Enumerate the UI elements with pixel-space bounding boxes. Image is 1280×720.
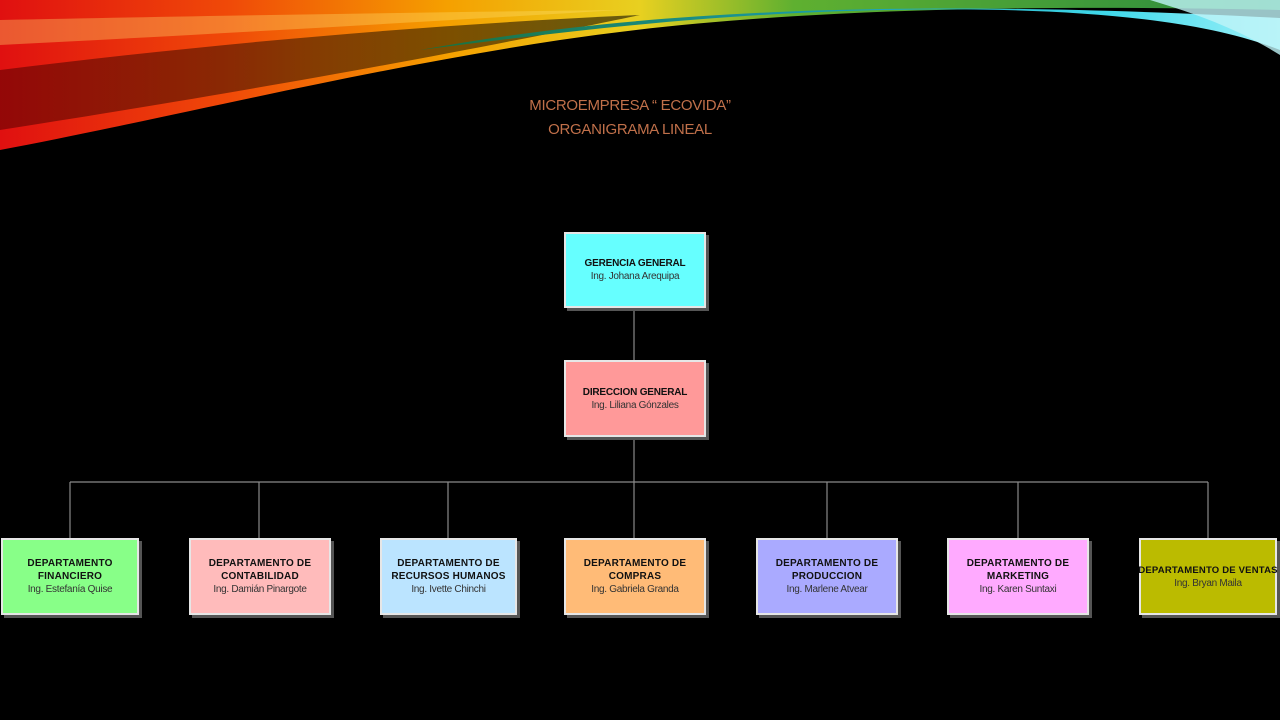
node-person: Ing. Liliana Gónzales bbox=[591, 399, 679, 411]
node-gerencia-general: GERENCIA GENERAL Ing. Johana Arequipa bbox=[564, 232, 706, 308]
node-departamento-ventas: DEPARTAMENTO DE VENTAS Ing. Bryan Maila bbox=[1138, 538, 1278, 615]
node-direccion-general: DIRECCION GENERAL Ing. Liliana Gónzales bbox=[564, 360, 706, 437]
node-person: Ing. Marlene Atvear bbox=[786, 584, 868, 595]
node-person: Ing. Damián Pinargote bbox=[213, 584, 307, 595]
node-person: Ing. Estefanía Quise bbox=[27, 584, 113, 595]
node-departamento-contabilidad: DEPARTAMENTO DE CONTABILIDAD Ing. Damián… bbox=[189, 538, 331, 615]
node-title: DEPARTAMENTO DE PRODUCCION bbox=[775, 558, 879, 582]
node-departamento-financiero: DEPARTAMENTO FINANCIERO Ing. Estefanía Q… bbox=[1, 538, 139, 615]
decorative-swoosh-banner bbox=[0, 0, 1280, 150]
title-line-chart-type: ORGANIGRAMA LINEAL bbox=[548, 121, 712, 138]
node-departamento-compras: DEPARTAMENTO DE COMPRAS Ing. Gabriela Gr… bbox=[564, 538, 706, 615]
title-line-company: MICROEMPRESA “ ECOVIDA” bbox=[529, 97, 731, 114]
node-departamento-recursos-humanos: DEPARTAMENTO DE RECURSOS HUMANOS Ing. Iv… bbox=[380, 538, 517, 615]
node-departamento-produccion: DEPARTAMENTO DE PRODUCCION Ing. Marlene … bbox=[756, 538, 898, 615]
node-title: DEPARTAMENTO DE COMPRAS bbox=[583, 558, 687, 582]
node-title: DEPARTAMENTO DE RECURSOS HUMANOS bbox=[391, 558, 506, 582]
node-person: Ing. Gabriela Granda bbox=[591, 584, 679, 595]
node-title: DEPARTAMENTO DE MARKETING bbox=[966, 558, 1070, 582]
chart-title: MICROEMPRESA “ ECOVIDA” ORGANIGRAMA LINE… bbox=[440, 94, 820, 142]
node-title: DEPARTAMENTO DE CONTABILIDAD bbox=[208, 558, 312, 582]
node-person: Ing. Bryan Maila bbox=[1174, 577, 1242, 589]
node-person: Ing. Ivette Chinchi bbox=[411, 584, 486, 595]
node-person: Ing. Karen Suntaxi bbox=[979, 584, 1057, 595]
node-person: Ing. Johana Arequipa bbox=[590, 271, 680, 282]
node-title: GERENCIA GENERAL bbox=[584, 258, 686, 269]
node-title: DEPARTAMENTO DE VENTAS bbox=[1138, 564, 1278, 576]
node-departamento-marketing: DEPARTAMENTO DE MARKETING Ing. Karen Sun… bbox=[947, 538, 1089, 615]
node-title: DIRECCION GENERAL bbox=[582, 386, 688, 398]
node-title: DEPARTAMENTO FINANCIERO bbox=[27, 558, 113, 582]
